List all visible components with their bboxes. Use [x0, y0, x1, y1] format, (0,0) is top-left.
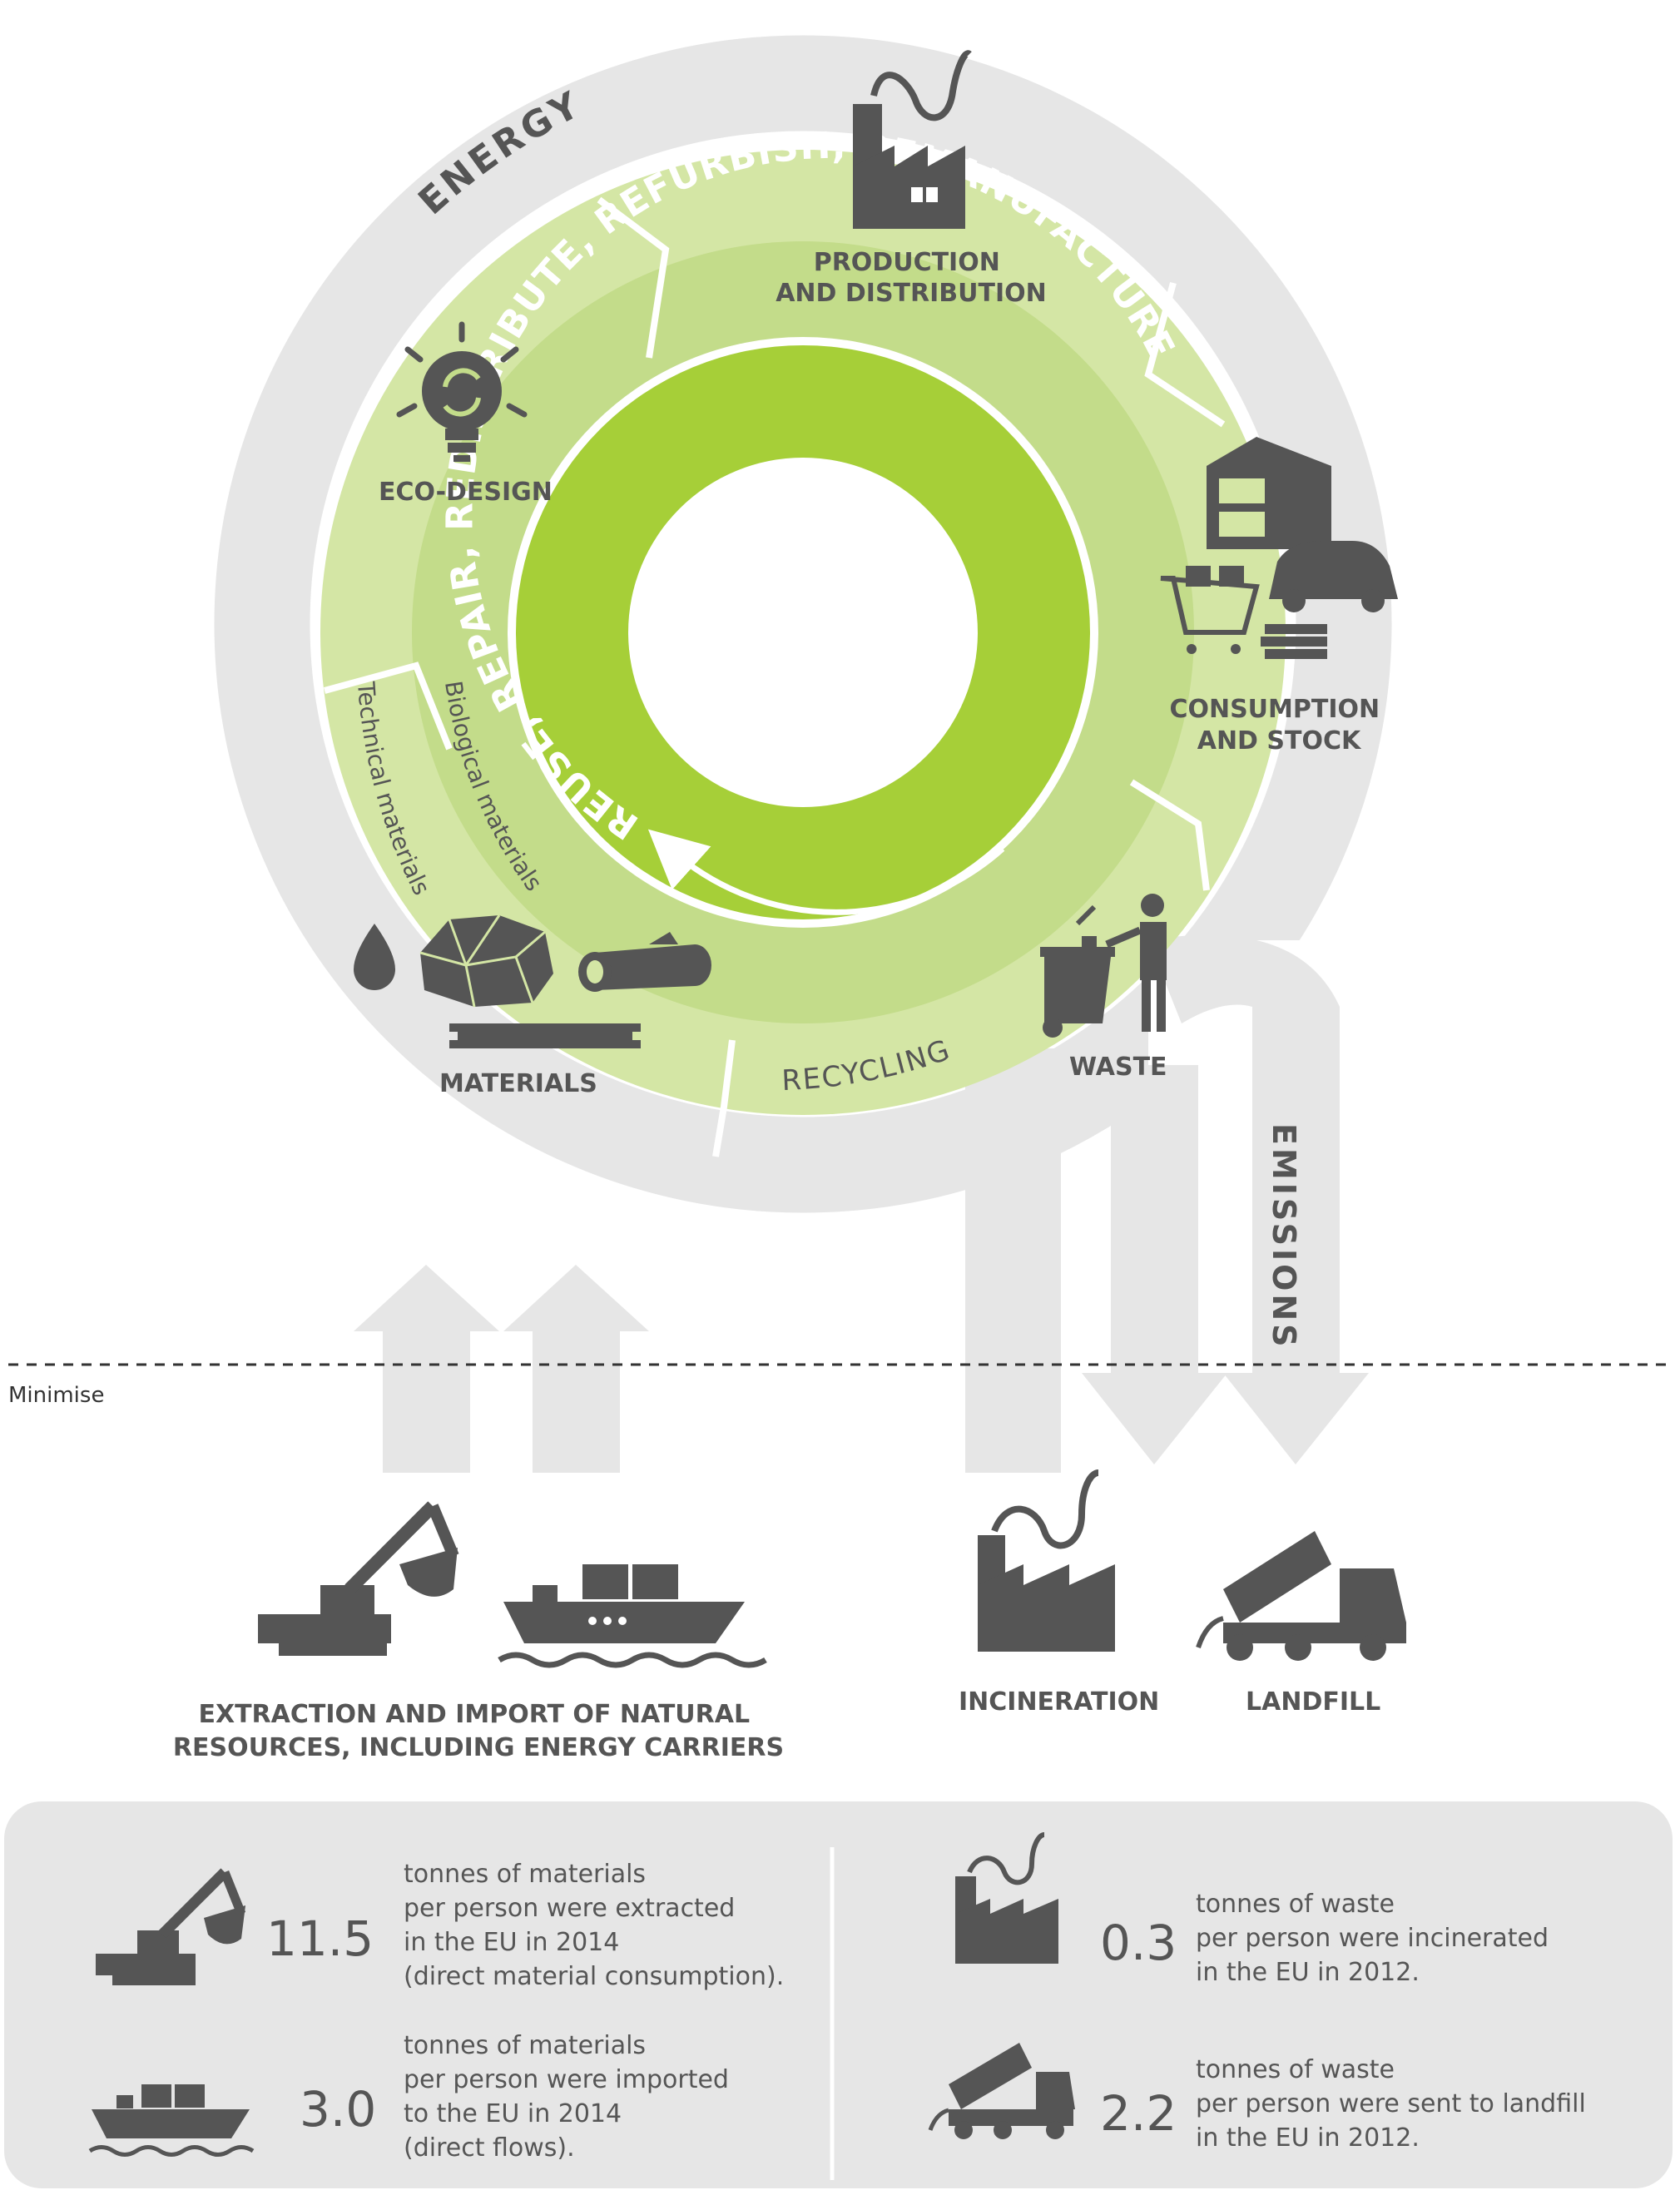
stat-dump-truck-icon	[928, 2043, 1075, 2139]
incineration-label: INCINERATION	[959, 1687, 1159, 1717]
stat-imported-text: tonnes of materials per person were impo…	[404, 2031, 737, 2163]
lightbulb-icon	[396, 321, 528, 462]
stat-extracted-value: 11.5	[266, 1910, 374, 1967]
materials-label: MATERIALS	[439, 1069, 597, 1098]
stat-excavator-icon	[96, 1868, 246, 1985]
factory-icon	[853, 50, 972, 229]
house-car-cart-icon	[1160, 437, 1398, 659]
production-label: PRODUCTION AND DISTRIBUTION	[776, 248, 1047, 308]
waste-label: WASTE	[1069, 1053, 1167, 1082]
stat-incinerated-text: tonnes of waste per person were incinera…	[1196, 1890, 1557, 1987]
extraction-label: EXTRACTION AND IMPORT OF NATURAL RESOURC…	[173, 1700, 784, 1762]
stat-landfilled-text: tonnes of waste per person were sent to …	[1196, 2055, 1593, 2153]
emissions-label: EMISSIONS	[1266, 1123, 1302, 1350]
incineration-factory-icon	[978, 1469, 1115, 1652]
stat-extracted-text: tonnes of materials per person were extr…	[404, 1860, 784, 1991]
eco-design-label: ECO-DESIGN	[379, 478, 553, 507]
dump-truck-icon	[1196, 1531, 1406, 1661]
landfill-label: LANDFILL	[1246, 1687, 1380, 1717]
excavator-icon	[258, 1501, 459, 1656]
waste-bin-person-icon	[1040, 894, 1167, 1038]
stat-factory-icon	[955, 1832, 1058, 1964]
stat-ship-icon	[88, 2084, 255, 2157]
stat-imported-value: 3.0	[300, 2081, 376, 2138]
stat-landfilled-value: 2.2	[1100, 2085, 1177, 2142]
cargo-ship-icon	[498, 1564, 767, 1668]
materials-icon	[354, 914, 711, 1048]
outer-flow-ring	[214, 35, 1498, 1473]
cycle-rings	[320, 150, 1286, 1157]
consumption-label: CONSUMPTION AND STOCK	[1169, 695, 1388, 756]
stats-panel	[4, 1801, 1673, 2188]
stat-incinerated-value: 0.3	[1100, 1915, 1177, 1971]
minimise-label: Minimise	[8, 1383, 104, 1408]
